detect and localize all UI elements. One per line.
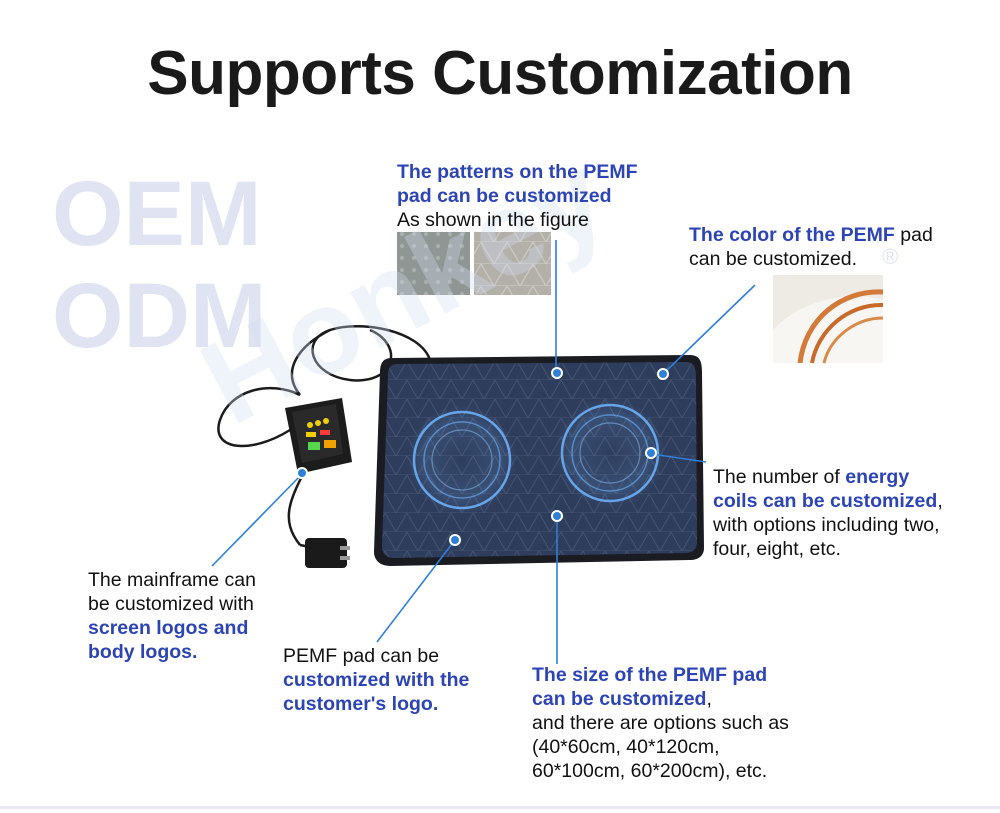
oem-badge: OEM xyxy=(52,163,262,265)
callout-highlight: The color of the PEMF xyxy=(689,224,895,246)
coil-sample-image xyxy=(773,275,884,364)
callout-highlight: energy xyxy=(845,466,910,488)
callout-text: , xyxy=(937,490,943,512)
callout-highlight: body logos. xyxy=(88,641,198,663)
callout-highlight: The patterns on the PEMF xyxy=(397,161,638,183)
callout-text: PEMF pad can be xyxy=(283,645,440,667)
callout-highlight: pad can be customized xyxy=(397,185,612,207)
callout-text: four, eight, etc. xyxy=(713,538,841,560)
callout-dot xyxy=(657,368,669,380)
odm-badge: ODM xyxy=(52,265,267,367)
footer-divider xyxy=(0,806,1000,809)
callout-highlight: The size of the PEMF pad xyxy=(532,664,768,686)
callout-logo: PEMF pad can be customized with the cust… xyxy=(283,644,469,716)
callout-text: (40*60cm, 40*120cm, xyxy=(532,736,720,758)
callout-text: 60*100cm, 60*200cm), etc. xyxy=(532,760,768,782)
callout-dot xyxy=(449,534,461,546)
callout-highlight: can be customized xyxy=(532,688,707,710)
callout-text: be customized with xyxy=(88,593,254,615)
callout-text: The number of xyxy=(713,466,846,488)
callout-coils: The number of energy coils can be custom… xyxy=(713,465,943,561)
callout-text: , xyxy=(706,688,712,710)
page-title: Supports Customization xyxy=(147,39,853,108)
callout-mainframe: The mainframe can be customized with scr… xyxy=(88,568,256,664)
pad-product-image xyxy=(374,355,704,566)
callout-dot xyxy=(296,467,308,479)
callout-patterns: The patterns on the PEMF pad can be cust… xyxy=(397,160,638,232)
callout-size: The size of the PEMF pad can be customiz… xyxy=(532,663,789,783)
texture-sample-swatch xyxy=(474,232,551,295)
callout-text: and there are options such as xyxy=(532,712,789,734)
callout-highlight: customer's logo. xyxy=(283,693,439,715)
callout-text: The mainframe can xyxy=(88,569,256,591)
callout-dot xyxy=(551,367,563,379)
callout-highlight: customized with the xyxy=(283,669,470,691)
callout-dot xyxy=(551,510,563,522)
controller-image xyxy=(285,398,352,474)
callout-text: As shown in the figure xyxy=(397,209,589,231)
texture-sample-swatch xyxy=(397,232,470,295)
callout-dot xyxy=(645,447,657,459)
callout-highlight: screen logos and xyxy=(88,617,249,639)
callout-text: can be customized. xyxy=(689,248,858,270)
power-adapter-image xyxy=(305,538,350,568)
watermark-mark: ® xyxy=(882,244,899,269)
callout-highlight: coils can be customized xyxy=(713,490,938,512)
callout-color: The color of the PEMF pad can be customi… xyxy=(689,223,933,271)
callout-text: with options including two, xyxy=(713,514,940,536)
callout-text: pad xyxy=(894,224,933,246)
